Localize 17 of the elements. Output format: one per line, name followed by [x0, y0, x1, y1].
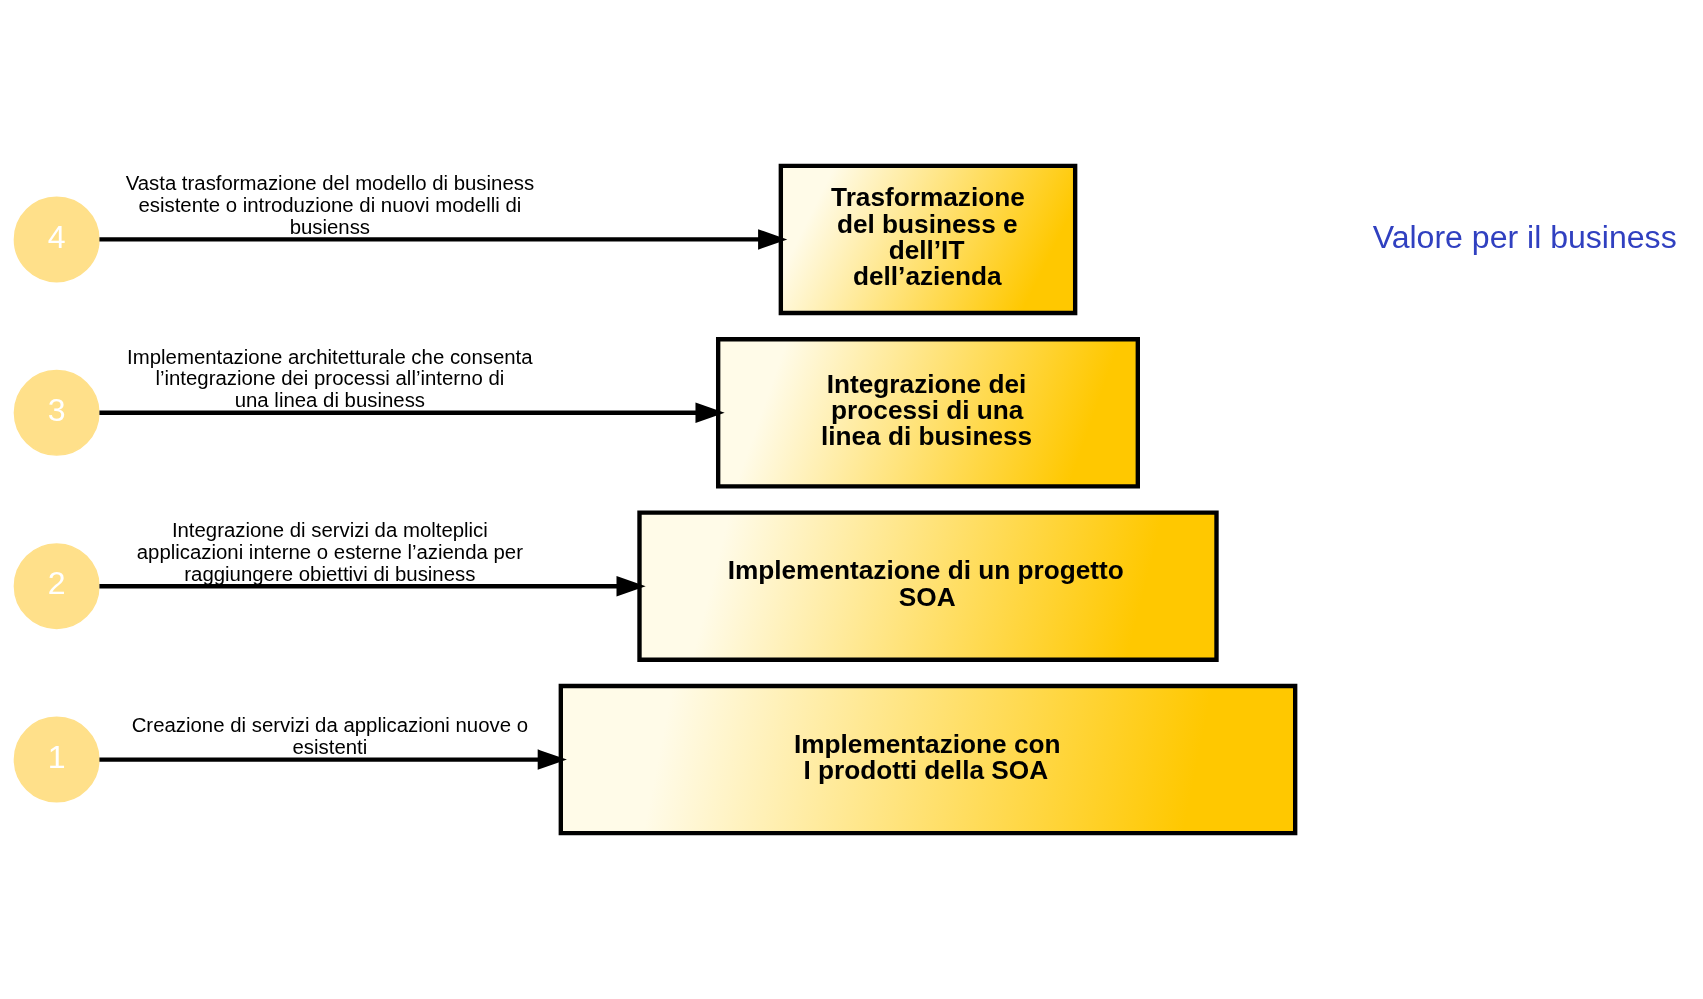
arrow	[99, 576, 646, 597]
arrow	[99, 402, 725, 423]
label: Valore per il business	[1372, 218, 1677, 255]
node-box: Implementazione con I prodotti della SOA	[558, 683, 1298, 836]
node-box: Trasformazione del business e dell’IT dell’azienda	[778, 163, 1078, 316]
edge-label: Creazione di servizi da applicazioni nuove o esistenti	[131, 714, 529, 759]
node-circle: 3	[13, 369, 100, 456]
edge-label: Vasta trasformazione del modello di business esistente o introduzione di nuovi modelli di busienss	[125, 172, 535, 238]
arrow	[99, 749, 567, 770]
node-circle: 1	[13, 716, 100, 803]
node-box: Integrazione dei processi di una linea di business	[716, 337, 1140, 489]
edge-label: Implementazione architetturale che consenta l’integrazione dei processi all’interno di una linea di business	[127, 345, 533, 412]
edge-label: Integrazione di servizi da molteplici applicazioni interne o esterne l’azienda per raggiungere obiettivi di business	[136, 518, 523, 585]
node-circle: 4	[13, 196, 100, 283]
node-circle: 2	[13, 543, 100, 630]
node-box: Implementazione di un progetto SOA	[637, 510, 1219, 662]
arrow	[99, 229, 788, 250]
